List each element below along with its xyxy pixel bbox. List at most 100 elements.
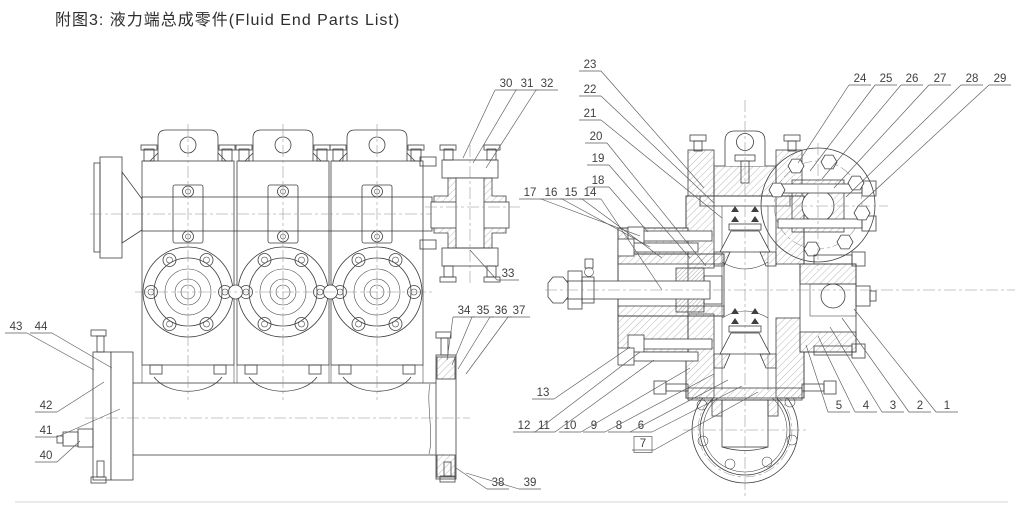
- callout-26: 26: [821, 73, 923, 180]
- callout-label-41: 41: [40, 425, 53, 437]
- section-view: [545, 100, 1015, 497]
- callout-label-30: 30: [500, 78, 513, 90]
- callout-27: 27: [833, 73, 951, 189]
- outlet-connection: [799, 251, 877, 359]
- callout-25: 25: [809, 73, 897, 172]
- callout-38: 38: [455, 467, 509, 490]
- callout-label-8: 8: [616, 420, 622, 432]
- callout-label-29: 29: [994, 73, 1007, 85]
- callout-label-32: 32: [541, 78, 554, 90]
- callout-12: 12: [513, 351, 641, 433]
- callout-label-3: 3: [890, 400, 896, 412]
- callout-3: 3: [829, 326, 904, 413]
- callout-20: 20: [585, 131, 707, 267]
- callout-label-5: 5: [836, 400, 842, 412]
- callout-label-34: 34: [458, 305, 471, 317]
- callout-19: 19: [587, 153, 691, 259]
- callout-23: 23: [579, 59, 705, 189]
- callout-label-44: 44: [35, 321, 48, 333]
- callout-label-22: 22: [584, 84, 597, 96]
- callout-44: 44: [30, 321, 113, 369]
- callout-30: 30: [462, 78, 517, 159]
- callout-8: 8: [608, 379, 729, 433]
- manifold-right-flange: [435, 331, 457, 483]
- left-discharge-flange: [93, 156, 143, 259]
- callout-40: 40: [35, 440, 81, 463]
- callout-13: 13: [532, 346, 631, 400]
- front-view: [56, 123, 520, 484]
- callout-43: 43: [5, 321, 95, 371]
- pump-module-2: [235, 123, 331, 401]
- callout-label-19: 19: [592, 153, 605, 165]
- drawing-title: 附图3: 液力端总成零件(Fluid End Parts List): [55, 12, 401, 29]
- suction-valve: [713, 308, 777, 369]
- callout-35: 35: [451, 305, 494, 366]
- callout-label-31: 31: [521, 78, 534, 90]
- callout-label-39: 39: [524, 477, 537, 489]
- callout-18: 18: [587, 175, 649, 233]
- callout-label-42: 42: [40, 400, 53, 412]
- callout-label-11: 11: [538, 420, 550, 432]
- pump-module-1: [140, 123, 236, 401]
- callout-22: 22: [579, 84, 715, 204]
- callout-label-15: 15: [565, 187, 578, 199]
- callout-label-27: 27: [934, 73, 947, 85]
- callout-label-13: 13: [537, 387, 550, 399]
- callout-label-38: 38: [492, 477, 505, 489]
- callout-1: 1: [853, 308, 958, 413]
- callout-label-2: 2: [917, 400, 923, 412]
- callout-33: 33: [469, 249, 519, 281]
- callout-21: 21: [579, 108, 723, 219]
- callout-label-16: 16: [545, 187, 558, 199]
- callout-label-10: 10: [564, 420, 577, 432]
- callout-29: 29: [856, 73, 1011, 208]
- callout-34: 34: [446, 305, 475, 361]
- callout-label-23: 23: [584, 59, 597, 71]
- callout-label-18: 18: [592, 175, 605, 187]
- callout-9: 9: [583, 373, 715, 433]
- callout-label-17: 17: [524, 187, 537, 199]
- callout-31: 31: [472, 78, 538, 164]
- callout-label-1: 1: [944, 400, 950, 412]
- callout-14: 14: [579, 187, 663, 291]
- callout-label-33: 33: [502, 268, 515, 280]
- callout-label-26: 26: [906, 73, 919, 85]
- callout-5: 5: [805, 344, 850, 413]
- callout-2: 2: [841, 317, 931, 413]
- callout-7: 7: [632, 391, 759, 453]
- callout-label-7: 7: [640, 438, 646, 450]
- callout-41: 41: [35, 408, 121, 438]
- callout-label-36: 36: [495, 305, 508, 317]
- callout-label-43: 43: [10, 321, 23, 333]
- pump-module-3: [329, 123, 425, 401]
- callout-42: 42: [35, 381, 105, 413]
- manifold-left-flange: [56, 329, 134, 484]
- callout-15: 15: [560, 187, 663, 259]
- callout-label-24: 24: [854, 73, 867, 85]
- callout-label-35: 35: [477, 305, 490, 317]
- callout-label-9: 9: [591, 420, 597, 432]
- plunger-gland-assembly: [547, 226, 725, 366]
- callout-37: 37: [465, 305, 530, 375]
- callout-label-14: 14: [584, 187, 597, 199]
- callout-label-21: 21: [584, 108, 597, 120]
- callout-24: 24: [797, 73, 871, 164]
- callout-label-28: 28: [966, 73, 979, 85]
- callout-label-37: 37: [513, 305, 526, 317]
- callout-11: 11: [533, 359, 655, 433]
- callout-10: 10: [559, 367, 691, 433]
- callout-32: 32: [485, 78, 558, 169]
- callout-4: 4: [817, 335, 877, 413]
- callout-39: 39: [465, 472, 541, 490]
- suction-manifold: [119, 382, 441, 456]
- callout-label-25: 25: [880, 73, 893, 85]
- cross-fitting: [419, 144, 510, 283]
- callout-label-4: 4: [863, 400, 870, 412]
- callout-label-40: 40: [40, 450, 53, 462]
- callout-label-12: 12: [518, 420, 531, 432]
- callout-label-20: 20: [590, 131, 603, 143]
- callout-17: 17: [519, 187, 641, 237]
